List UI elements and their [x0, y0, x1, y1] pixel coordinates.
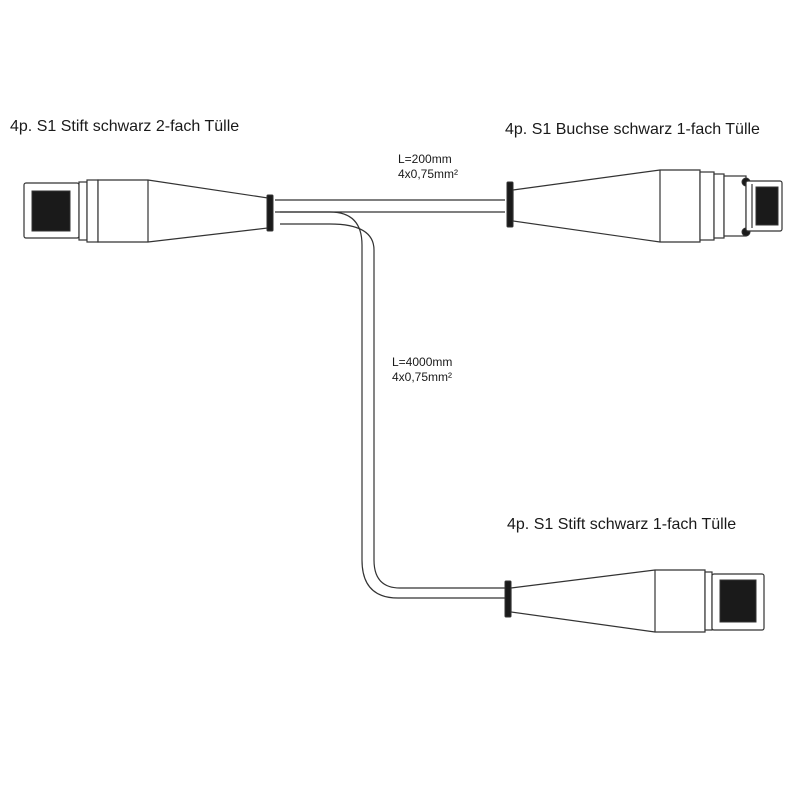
cable-long-length: L=4000mm [392, 355, 453, 369]
label-connector-bottom: 4p. S1 Stift schwarz 1-fach Tülle [507, 516, 737, 533]
cable-long [280, 211, 505, 599]
label-connector-left: 4p. S1 Stift schwarz 2-fach Tülle [10, 118, 240, 135]
cable-short-length: L=200mm [398, 152, 452, 166]
connector-right [506, 169, 783, 243]
cable-long-section: 4x0,75mm² [392, 370, 453, 384]
connector-bottom [504, 569, 765, 633]
cable-short [275, 199, 505, 213]
cable-short-spec: L=200mm 4x0,75mm² [398, 152, 458, 182]
connector-left [23, 179, 274, 243]
cable-short-section: 4x0,75mm² [398, 167, 459, 181]
label-connector-right: 4p. S1 Buchse schwarz 1-fach Tülle [505, 121, 760, 138]
cable-long-spec: L=4000mm 4x0,75mm² [392, 355, 452, 385]
